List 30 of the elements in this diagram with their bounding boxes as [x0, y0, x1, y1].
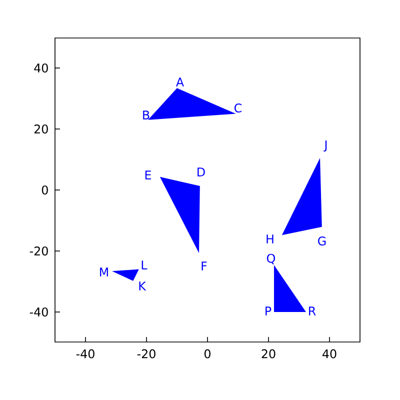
tick-label: -40 — [76, 349, 94, 358]
tick-label: 40 — [322, 349, 336, 358]
triangle — [282, 158, 322, 236]
vertex-label: A — [176, 78, 184, 86]
triangle — [160, 176, 200, 254]
vertex-label: H — [266, 234, 274, 244]
tick-label: 20 — [34, 124, 48, 134]
triangle — [274, 265, 306, 312]
triangle — [112, 269, 139, 281]
vertex-label: K — [139, 282, 146, 290]
tick-label: -20 — [137, 349, 156, 358]
vertex-label: D — [198, 168, 205, 176]
vertex-label: G — [318, 236, 326, 246]
vertex-label: M — [100, 268, 108, 276]
tick-label: 20 — [262, 349, 276, 358]
vertex-label: L — [142, 260, 148, 270]
tick-label: 0 — [42, 186, 48, 194]
vertex-label: E — [145, 170, 151, 180]
vertex-label: R — [309, 306, 316, 316]
vertex-label: Q — [267, 254, 276, 264]
vertex-label: C — [234, 104, 242, 113]
tick-label: 0 — [204, 349, 210, 358]
vertex-label: J — [324, 140, 327, 152]
vertex-label: B — [143, 110, 150, 120]
tick-label: 40 — [34, 64, 48, 73]
vertex-label: P — [266, 306, 272, 316]
tick-label: -20 — [30, 246, 48, 256]
vertex-label: F — [202, 262, 207, 270]
tick-label: -40 — [30, 308, 48, 316]
triangle — [148, 88, 236, 120]
